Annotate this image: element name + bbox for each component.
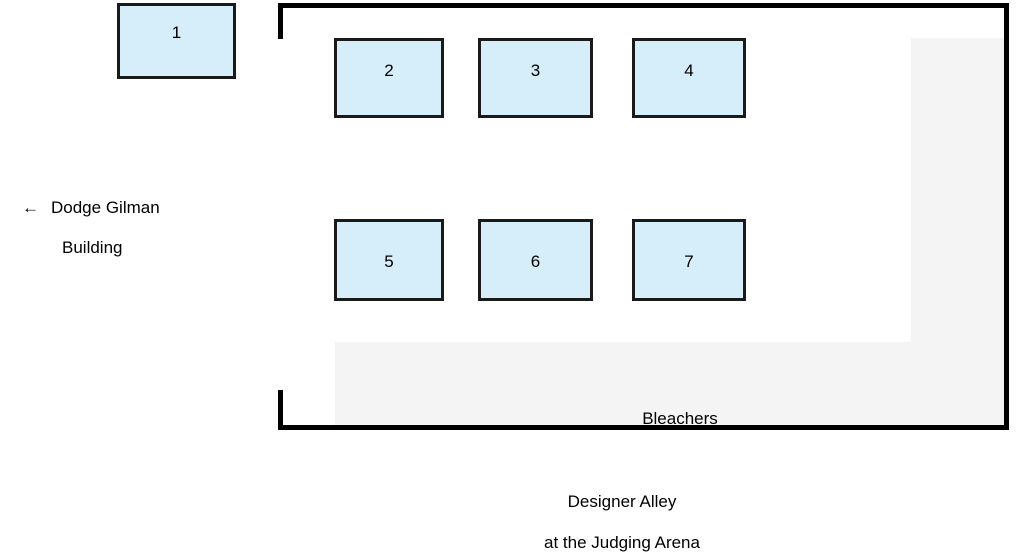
- booth-3[interactable]: 3: [478, 38, 593, 118]
- booth-2[interactable]: 2: [334, 38, 444, 118]
- dodge-gilman-label: Dodge Gilman: [51, 198, 160, 217]
- arena-wall-left-lower-stub: [278, 390, 283, 430]
- arena-wall-left-upper-stub: [278, 3, 283, 39]
- caption-line-1: Designer Alley: [567, 492, 677, 511]
- annotation-line-1: ← Dodge Gilman: [22, 196, 252, 220]
- dodge-gilman-building-annotation: ← Dodge Gilman Building: [22, 196, 252, 260]
- booth-1[interactable]: 1: [117, 3, 236, 79]
- booth-7-label: 7: [684, 252, 694, 271]
- booth-6[interactable]: 6: [478, 219, 593, 301]
- arena-wall-top: [278, 3, 1009, 8]
- booth-4[interactable]: 4: [632, 38, 746, 118]
- building-label: Building: [62, 238, 123, 257]
- booth-6-label: 6: [530, 252, 541, 271]
- booth-3-label: 3: [530, 61, 541, 80]
- arena-wall-bottom: [278, 425, 1009, 430]
- booth-2-label: 2: [384, 61, 394, 80]
- booth-5-label: 5: [384, 252, 394, 271]
- booth-5[interactable]: 5: [334, 219, 444, 301]
- bleachers-label: Bleachers: [642, 409, 718, 428]
- caption-line-2: at the Judging Arena: [544, 533, 700, 552]
- booth-4-label: 4: [684, 61, 694, 80]
- arena-wall-right: [1004, 3, 1009, 430]
- map-caption: Designer Alley at the Judging Arena: [372, 490, 872, 555]
- bleachers-bottom-section: [335, 342, 1009, 430]
- arrow-left-icon: ←: [22, 198, 39, 217]
- booth-1-label: 1: [171, 23, 182, 42]
- booth-7[interactable]: 7: [632, 219, 746, 301]
